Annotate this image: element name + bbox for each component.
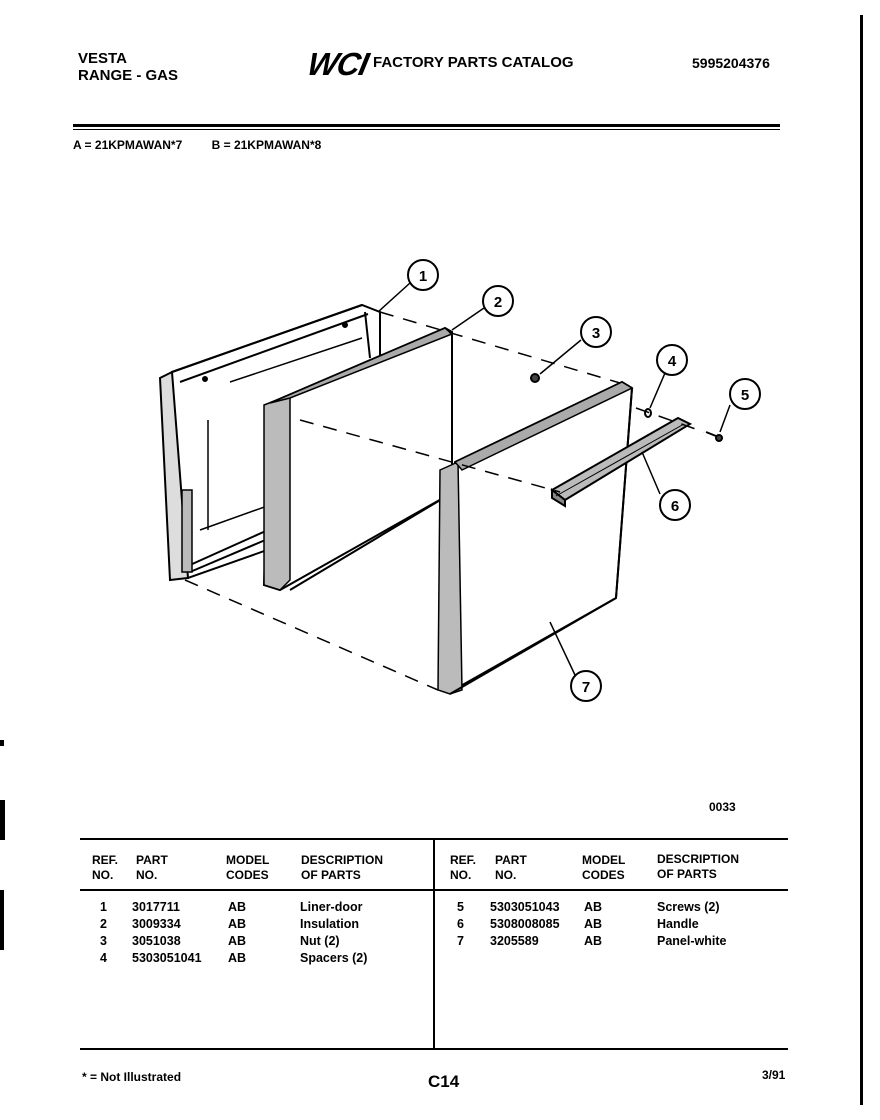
table-row: AB xyxy=(228,934,247,948)
model-a: A = 21KPMAWAN*7 xyxy=(73,138,183,152)
part-column-right: 5303051043 5308008085 3205589 xyxy=(490,899,560,950)
leader-lines xyxy=(377,282,731,676)
callout-label-7: 7 xyxy=(582,679,590,696)
table-row: Nut (2) xyxy=(300,934,340,948)
table-row: 3 xyxy=(100,934,107,948)
table-row: Liner-door xyxy=(300,900,363,914)
callout-label-1: 1 xyxy=(419,268,427,285)
callout-1 xyxy=(407,259,439,291)
table-row: 3017711 xyxy=(132,900,180,914)
catalog-title: FACTORY PARTS CATALOG xyxy=(373,54,574,71)
table-row: Panel-white xyxy=(657,934,727,948)
callout-label-5: 5 xyxy=(741,387,749,404)
panel-white-drawing xyxy=(437,380,634,695)
table-row: 7 xyxy=(457,934,464,948)
diagram-code: 0033 xyxy=(709,800,736,814)
ref-column-left: 1 2 3 4 xyxy=(100,899,107,967)
table-row: AB xyxy=(228,951,247,965)
header-ref-left: REF.NO. xyxy=(92,853,119,882)
table-row: 5303051041 xyxy=(132,951,202,965)
scan-marks xyxy=(0,740,5,950)
revision-date: 3/91 xyxy=(762,1068,786,1082)
table-divider xyxy=(433,840,435,1050)
table-row: AB xyxy=(228,900,247,914)
callout-5 xyxy=(729,378,761,410)
callout-label-2: 2 xyxy=(494,294,502,311)
product-category: RANGE - GAS xyxy=(78,67,179,84)
callout-6 xyxy=(659,489,691,521)
callout-7 xyxy=(570,670,602,702)
header-ref-right: REF.NO. xyxy=(450,853,477,882)
alignment-lines xyxy=(184,311,705,691)
header-rule-thin xyxy=(73,129,780,130)
ref-column-right: 5 6 7 xyxy=(457,899,464,950)
model-b: B = 21KPMAWAN*8 xyxy=(211,138,322,152)
callout-2 xyxy=(482,285,514,317)
table-row: 2 xyxy=(100,917,107,931)
page-code: C14 xyxy=(428,1072,460,1091)
table-row: AB xyxy=(584,900,603,914)
table-row: 5308008085 xyxy=(490,917,560,931)
table-row: Screws (2) xyxy=(657,900,720,914)
table-row: 3051038 xyxy=(132,934,181,948)
table-row: Handle xyxy=(657,917,699,931)
callout-label-3: 3 xyxy=(592,325,600,342)
part-column-left: 3017711 3009334 3051038 5303051041 xyxy=(132,899,202,967)
model-legend: A = 21KPMAWAN*7 B = 21KPMAWAN*8 xyxy=(73,138,347,152)
brand-name: VESTA xyxy=(78,50,127,67)
table-row: 4 xyxy=(100,951,107,965)
table-row: 5303051043 xyxy=(490,900,560,914)
header-rule-thick xyxy=(73,124,780,127)
table-row: 5 xyxy=(457,900,464,914)
callout-3 xyxy=(580,316,612,348)
exploded-parts-diagram: 1 2 3 4 5 6 7 xyxy=(158,259,761,702)
callout-label-4: 4 xyxy=(668,353,677,370)
catalog-number: 5995204376 xyxy=(692,55,770,71)
table-top-rule xyxy=(80,838,788,840)
callout-label-6: 6 xyxy=(671,498,679,515)
desc-column-left: Liner-door Insulation Nut (2) Spacers (2… xyxy=(300,899,367,967)
table-row: 6 xyxy=(457,917,464,931)
codes-column-right: AB AB AB xyxy=(584,899,602,950)
table-row: Insulation xyxy=(300,917,360,931)
table-row: Spacers (2) xyxy=(300,951,368,965)
table-row: AB xyxy=(584,917,603,931)
callout-4 xyxy=(656,344,688,376)
brand-block: VESTA RANGE - GAS xyxy=(78,50,178,84)
table-row: AB xyxy=(584,934,603,948)
nut-drawing xyxy=(530,373,540,383)
scan-edge xyxy=(860,15,863,1105)
handle-drawing xyxy=(550,416,693,508)
table-row: 3009334 xyxy=(132,917,181,931)
screw-drawing xyxy=(705,431,723,442)
codes-column-left: AB AB AB AB xyxy=(228,899,246,967)
table-row: 1 xyxy=(100,900,107,914)
footnote: * = Not Illustrated xyxy=(82,1070,182,1084)
table-row: AB xyxy=(228,917,247,931)
desc-column-right: Screws (2) Handle Panel-white xyxy=(657,899,726,950)
table-row: 3205589 xyxy=(490,934,539,948)
